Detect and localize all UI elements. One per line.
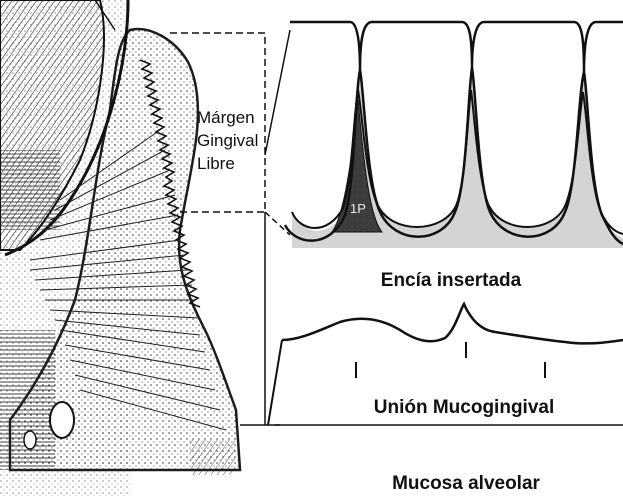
label-free-margin-3: Libre (197, 154, 235, 173)
base-texture (190, 440, 235, 475)
tooth-label: 1P (350, 201, 366, 216)
label-free-margin-1: Márgen (197, 108, 255, 127)
label-attached-gingiva: Encía insertada (381, 270, 522, 291)
blood-vessel (50, 402, 74, 438)
papillae-panel: 1P (285, 22, 623, 248)
crown-outline (290, 22, 623, 72)
junction-edge (268, 340, 282, 425)
blood-vessel-small (24, 431, 36, 449)
cross-section (0, 0, 240, 496)
label-mucogingival-junction: Unión Mucogingival (374, 397, 555, 418)
label-free-margin-2: Gingival (197, 131, 258, 150)
junction-markers (356, 342, 545, 378)
label-alveolar-mucosa: Mucosa alveolar (392, 473, 540, 494)
ligament-region (0, 150, 60, 230)
junction-line (282, 304, 623, 343)
